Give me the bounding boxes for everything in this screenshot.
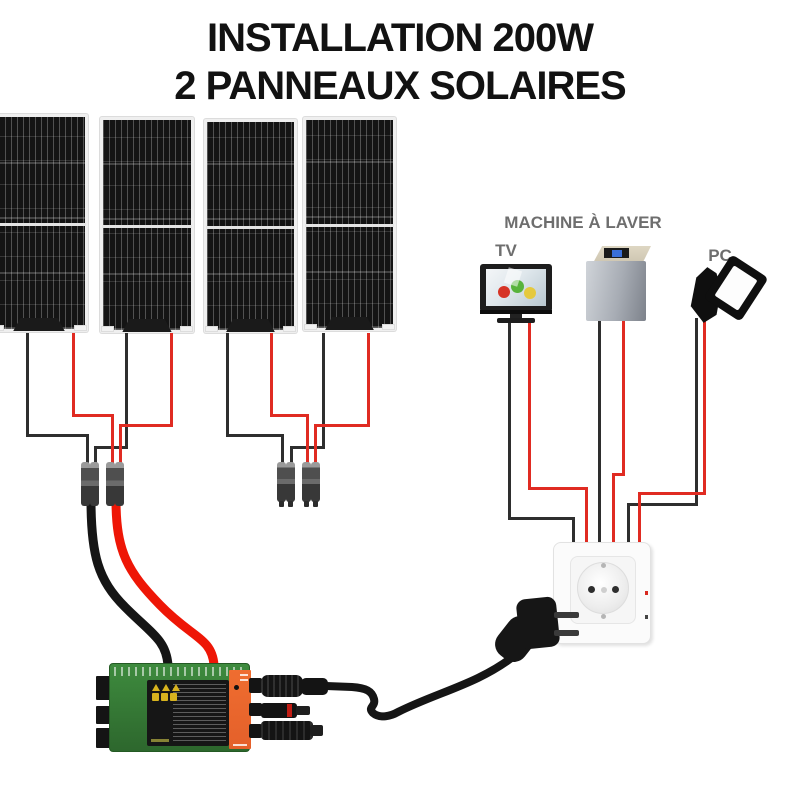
page-title: INSTALLATION 200W 2 PANNEAUX SOLAIRES: [0, 14, 800, 110]
washing-machine-icon: [583, 244, 655, 324]
wire: [322, 333, 325, 446]
wire: [86, 437, 89, 464]
title-line-2: 2 PANNEAUX SOLAIRES: [174, 64, 626, 108]
wire: [94, 449, 97, 464]
solar-panel-1: [0, 114, 88, 332]
wire: [26, 434, 89, 437]
wire: [572, 520, 575, 544]
power-outlet-icon: [553, 542, 651, 644]
dc-cable-black: [86, 495, 173, 670]
wire: [598, 318, 601, 544]
wire: [703, 318, 706, 494]
wire: [612, 473, 625, 476]
wire: [638, 495, 641, 544]
mc4-connector: [311, 462, 320, 507]
wire: [26, 333, 29, 434]
ac-cable: [322, 652, 518, 721]
mounting-tab: [96, 676, 113, 700]
washing-machine-label: MACHINE À LAVER: [504, 213, 662, 232]
solar-cells: [205, 122, 296, 332]
wire: [627, 506, 630, 544]
wire: [528, 487, 588, 490]
mc4-connector: [115, 462, 124, 506]
wire: [281, 437, 284, 464]
solar-cells: [0, 117, 87, 331]
junction-box: [226, 319, 275, 332]
wire: [585, 490, 588, 544]
wire: [119, 427, 122, 464]
wire: [226, 333, 229, 434]
wire: [508, 322, 511, 519]
wire: [622, 318, 625, 475]
solar-cells: [304, 120, 395, 330]
wire: [314, 424, 370, 427]
wire: [270, 333, 273, 414]
warning-icon: [152, 684, 160, 691]
wire: [170, 333, 173, 424]
warning-icon: [162, 684, 170, 691]
inverter-label: [147, 680, 229, 746]
mc4-connector: [261, 721, 323, 740]
wire: [367, 333, 370, 424]
mounting-tab: [96, 706, 113, 724]
wire: [270, 414, 309, 417]
mc4-connector: [286, 462, 295, 507]
mc4-connector: [90, 462, 99, 506]
micro-inverter-icon: [109, 663, 251, 752]
wire: [125, 333, 128, 446]
wire: [72, 333, 75, 414]
solar-panel-3: [204, 119, 297, 333]
wire: [111, 417, 114, 464]
mc4-connector: [106, 462, 115, 506]
wire: [528, 322, 531, 489]
pc-label: PC: [708, 246, 732, 265]
tv-icon: [476, 260, 556, 326]
wire: [226, 434, 284, 437]
wire: [638, 492, 706, 495]
pc-icon: [688, 254, 770, 328]
wire: [627, 503, 698, 506]
title-line-1: INSTALLATION 200W: [207, 16, 594, 60]
wire: [612, 476, 615, 544]
ac-connector: [261, 675, 303, 697]
junction-box: [122, 319, 172, 332]
wire: [508, 517, 575, 520]
junction-box: [13, 318, 65, 331]
solar-panel-2: [100, 117, 194, 333]
wire: [119, 424, 173, 427]
junction-box: [325, 317, 374, 330]
ac-connector: [301, 678, 328, 695]
wire: [290, 449, 293, 464]
socket-hole-right: [612, 586, 619, 593]
socket-hole-left: [588, 586, 595, 593]
wire: [72, 414, 114, 417]
mc4-connector: [81, 462, 90, 506]
solar-panel-4: [303, 117, 396, 331]
wire: [306, 417, 309, 464]
wire: [695, 318, 698, 505]
mc4-connector: [302, 462, 311, 507]
wire: [314, 427, 317, 464]
warning-icon: [172, 684, 180, 691]
mounting-tab: [96, 728, 113, 748]
power-plug-icon: [489, 590, 584, 668]
mc4-connector: [277, 462, 286, 507]
solar-cells: [101, 120, 193, 332]
dc-cable-red: [111, 495, 219, 670]
mc4-connector: [261, 703, 310, 718]
tv-label: TV: [495, 241, 517, 260]
